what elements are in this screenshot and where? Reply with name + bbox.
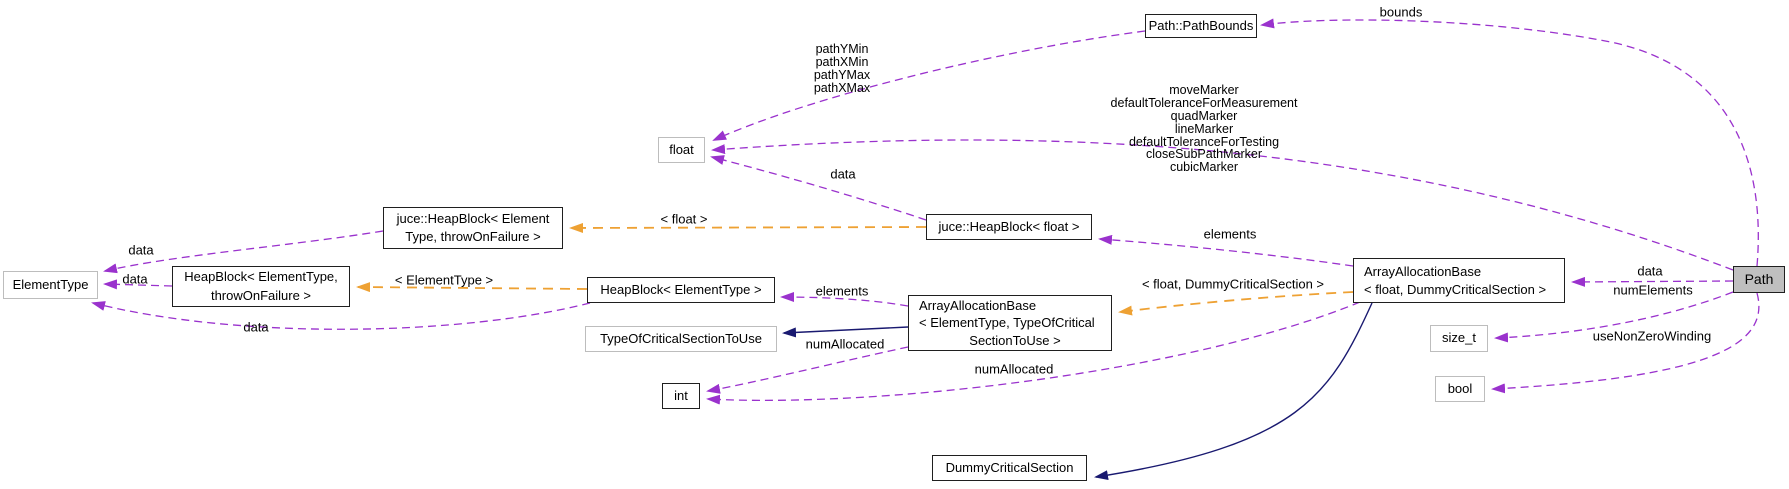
node-int[interactable]: int xyxy=(662,383,700,409)
edge-label-data-path: data xyxy=(1637,263,1663,279)
edge-juceheapblockfloat-to-float xyxy=(710,155,927,221)
node-dummycriticalsection[interactable]: DummyCriticalSection xyxy=(932,455,1087,481)
edge-label-data-float: data xyxy=(830,166,856,182)
edge-inherit-dummycriticalsection xyxy=(1094,302,1373,481)
node-path-selected: Path xyxy=(1733,266,1785,293)
node-juce-heapblock-float[interactable]: juce::HeapBlock< float > xyxy=(926,214,1092,240)
node-bool: bool xyxy=(1435,376,1485,402)
node-typeofcriticalsectiontouse: TypeOfCriticalSectionToUse xyxy=(585,326,777,352)
edge-path-to-pathbounds xyxy=(1260,18,1759,267)
edge-label-path-markers: moveMarker defaultToleranceForMeasuremen… xyxy=(1110,83,1298,175)
node-heapblock-elementtype[interactable]: HeapBlock< ElementType > xyxy=(587,277,775,303)
edge-juceheapblockelement-to-elementtype xyxy=(103,230,384,274)
edge-tpl-arrayallocfloat xyxy=(1118,291,1354,316)
edge-label-data-juceheapblock: data xyxy=(128,242,154,258)
edge-label-elements-generic: elements xyxy=(815,283,869,299)
node-arrayallocationbase-float[interactable]: ArrayAllocationBase < float, DummyCritic… xyxy=(1353,258,1565,303)
edge-path-to-sizet xyxy=(1494,291,1734,343)
edge-heapblockthrow-to-elementtype xyxy=(103,279,173,290)
edge-pathbounds-to-float xyxy=(712,30,1146,141)
node-elementtype: ElementType xyxy=(3,271,98,299)
edge-label-usenonzerowinding: useNonZeroWinding xyxy=(1592,328,1712,344)
edge-label-bounds: bounds xyxy=(1379,4,1423,20)
edge-inherit-typeofcriticalsection xyxy=(782,326,909,338)
edge-label-numallocated-float: numAllocated xyxy=(974,361,1054,377)
edge-arrayallocfloat-to-juceheapblockfloat xyxy=(1098,234,1354,267)
edge-label-tpl-float-dummy: < float, DummyCriticalSection > xyxy=(1141,276,1325,292)
edge-label-numallocated-generic: numAllocated xyxy=(805,336,885,352)
edge-arrayallocgeneric-to-heapblockelement xyxy=(780,292,909,307)
edge-label-path-fields: pathYMin pathXMin pathYMax pathXMax xyxy=(813,42,871,95)
node-path-pathbounds[interactable]: Path::PathBounds xyxy=(1145,14,1257,38)
node-arrayallocationbase-generic[interactable]: ArrayAllocationBase < ElementType, TypeO… xyxy=(908,295,1112,351)
edge-label-elements-float: elements xyxy=(1203,226,1257,242)
edge-tpl-heapblockelement xyxy=(356,282,588,293)
edge-path-to-arrayallocfloat xyxy=(1571,276,1734,287)
edge-label-data-heapblock: data xyxy=(243,319,269,335)
edge-label-tpl-elementtype: < ElementType > xyxy=(394,272,494,288)
node-heapblock-elementtype-throw[interactable]: HeapBlock< ElementType, throwOnFailure > xyxy=(172,266,350,307)
edge-label-numelements: numElements xyxy=(1613,282,1693,298)
node-float: float xyxy=(658,137,705,163)
node-size-t: size_t xyxy=(1430,325,1488,352)
node-juce-heapblock-element[interactable]: juce::HeapBlock< Element Type, throwOnFa… xyxy=(383,207,563,249)
edge-label-tpl-float: < float > xyxy=(660,211,708,227)
edge-tpl-juceheapblockfloat xyxy=(569,222,927,233)
edge-heapblockelement-to-elementtype xyxy=(91,301,591,330)
edge-path-to-float-markers xyxy=(711,139,1734,271)
edge-label-data-heapblockthrow: data xyxy=(122,271,148,287)
edge-arrayallocfloat-to-int xyxy=(706,301,1361,405)
edge-arrayallocgeneric-to-int xyxy=(706,346,909,394)
edge-path-to-bool xyxy=(1491,292,1760,394)
